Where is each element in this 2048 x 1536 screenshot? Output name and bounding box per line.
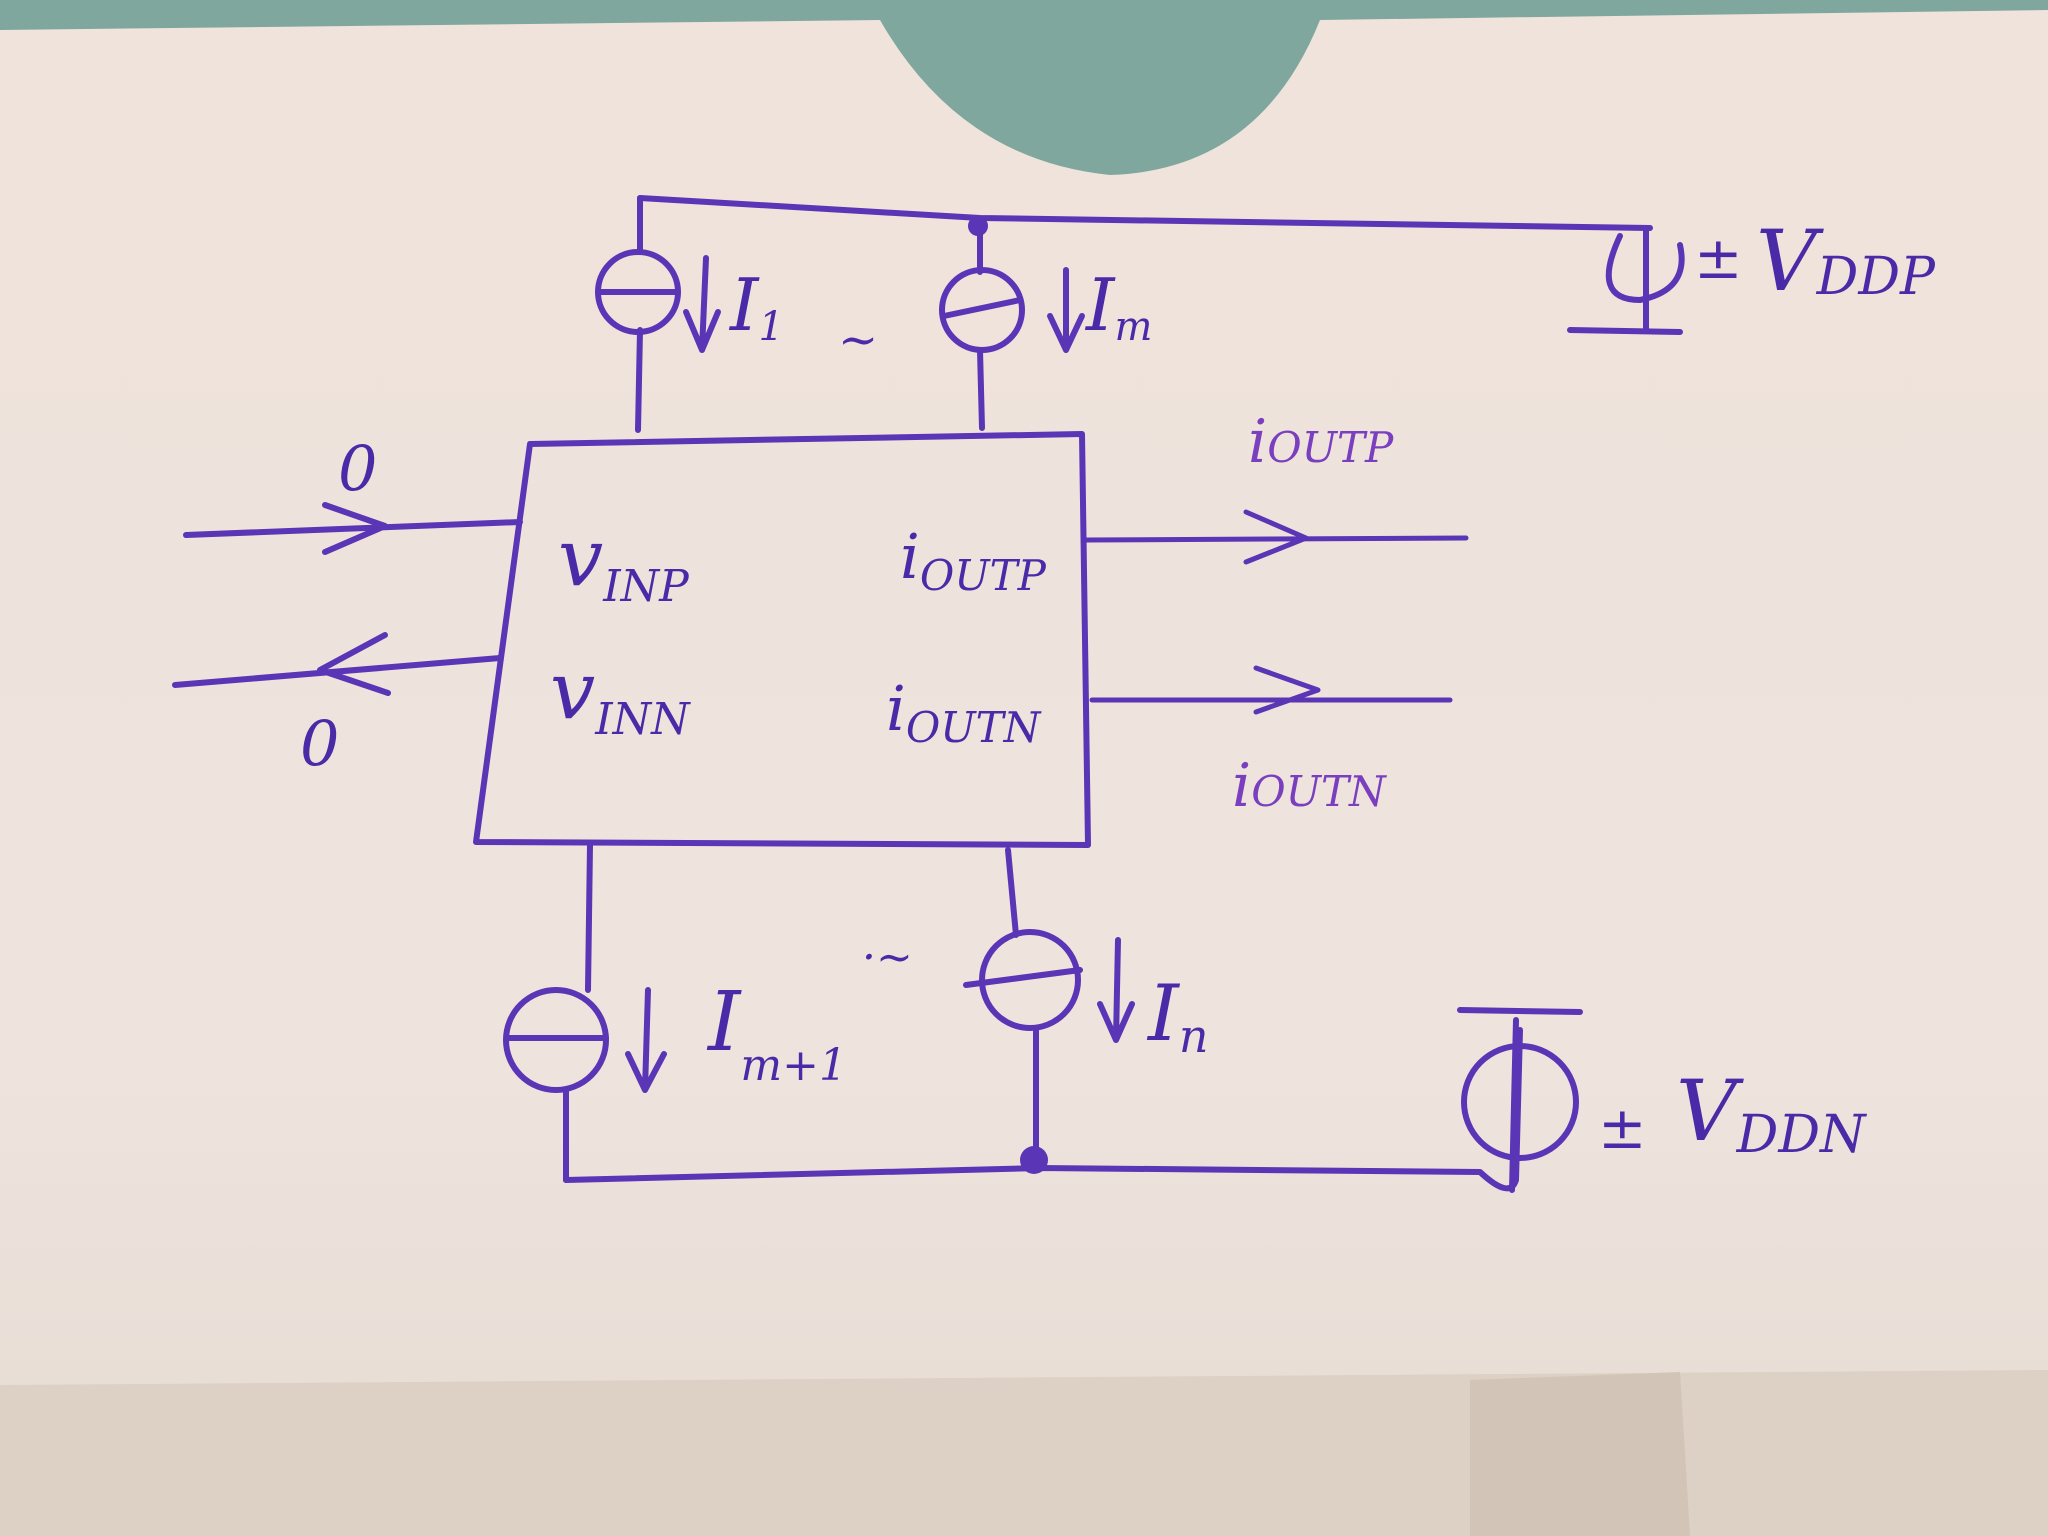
input-bottom-arrow [317,632,391,696]
top-right-source-lead [977,223,985,431]
current-arrow-i1 [683,255,721,353]
current-arrow-im1 [625,987,667,1093]
output-bottom-label: iOUTN [1232,751,1387,821]
current-im-label: Im [1084,263,1152,350]
current-in-label: In [1146,969,1208,1063]
paper-fold-strip [0,1370,2048,1536]
input-top-value: 0 [338,432,377,505]
bottom-rail-junction [1020,1146,1048,1174]
top-left-source-lead [635,195,643,433]
system-block[interactable] [473,431,1091,848]
vddn-label: VDDN [1676,1062,1867,1165]
current-top-ellipsis: ~ [838,312,878,368]
current-source-im1[interactable] [503,987,609,1093]
port-ioutn-label: iOUTN [886,672,1042,752]
output-top-label: iOUTP [1248,407,1394,477]
current-im1-label: Im+1 [706,975,847,1091]
current-source-im[interactable] [939,267,1025,353]
output-top-arrow [1243,509,1309,565]
current-bottom-ellipsis: ·~ [862,932,913,983]
current-arrow-in [1097,937,1135,1043]
output-top-wire [1083,535,1469,543]
port-vinp-label: vINP [558,511,690,612]
bottom-left-source-lead [563,842,593,1183]
bottom-supply-rail [563,1027,1523,1192]
current-source-i1[interactable] [595,249,681,335]
input-bottom-value: 0 [300,707,339,780]
input-top-wire [183,519,523,538]
vddn-sign: ± [1598,1094,1647,1162]
voltage-source-vddp[interactable] [1567,227,1685,335]
current-i1-label: I1 [728,263,784,350]
port-vinn-label: vINN [550,644,691,745]
voltage-source-vddn[interactable] [1457,1007,1583,1193]
input-top-arrow [322,502,388,555]
current-source-in[interactable] [963,929,1083,1031]
vddp-sign: ± [1694,224,1743,292]
bottom-right-source-lead [1005,847,1039,1153]
output-bottom-arrow [1253,665,1321,715]
current-arrow-im [1047,267,1085,353]
port-ioutp-label: iOUTP [900,520,1047,600]
vddp-label: VDDP [1756,212,1936,310]
paper-tear-shadow [1470,1372,1690,1536]
input-bottom-wire [172,655,503,688]
